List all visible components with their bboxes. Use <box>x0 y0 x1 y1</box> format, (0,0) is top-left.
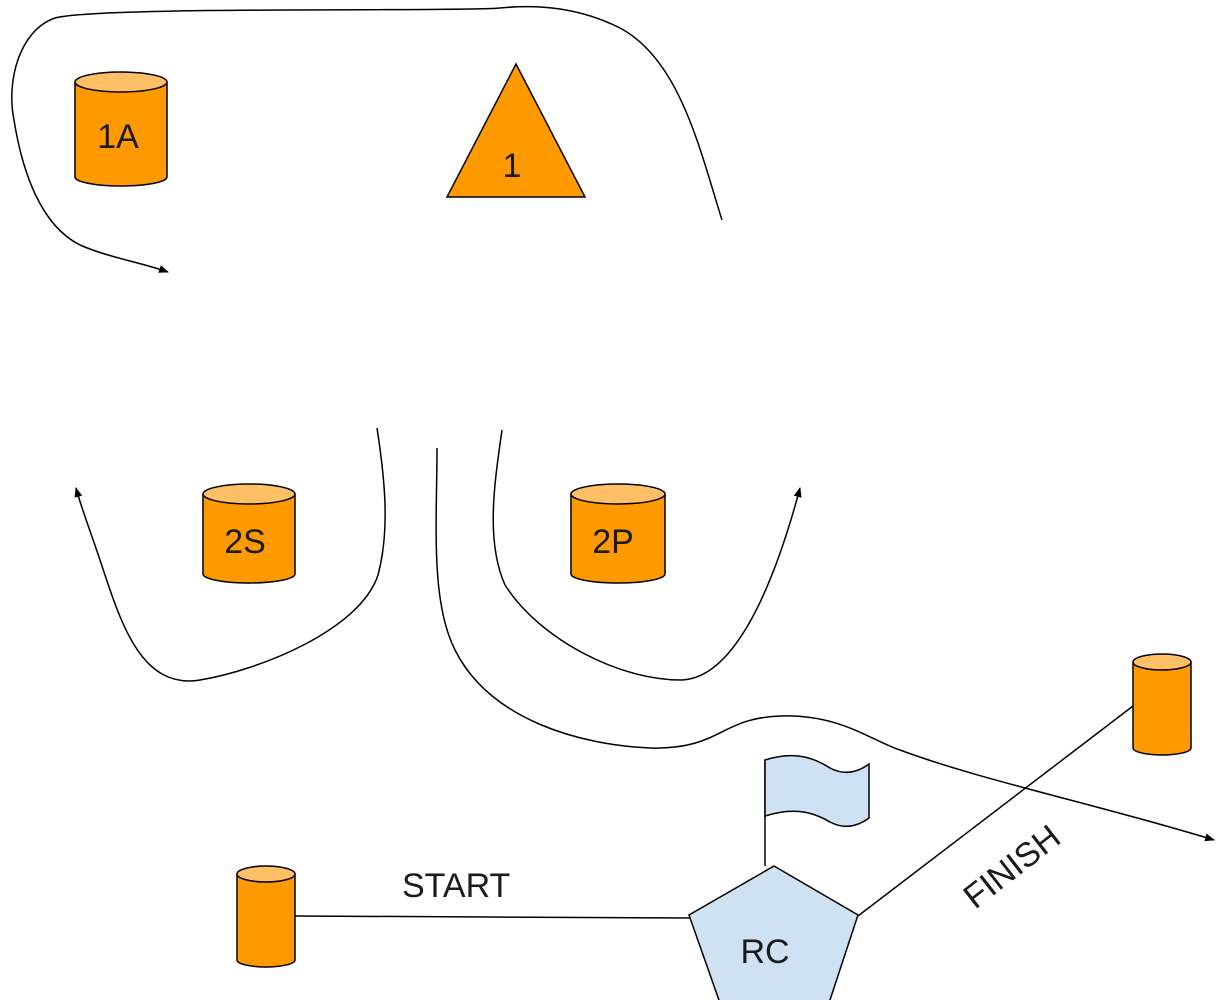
path-2p-rounding <box>492 429 802 681</box>
mark-1a-label: 1A <box>97 118 139 156</box>
mark-1a: 1A <box>74 71 168 187</box>
pin-end <box>236 865 296 968</box>
start-line <box>293 915 693 919</box>
finish-line <box>857 705 1134 917</box>
start-label: START <box>402 867 510 905</box>
flag-icon <box>764 754 870 828</box>
committee-boat: RC <box>688 754 870 1000</box>
course-paths <box>11 5 1215 842</box>
mark-2s: 2S <box>202 483 296 584</box>
mark-2s-label: 2S <box>224 523 266 561</box>
rc-pentagon <box>688 865 859 1000</box>
mark-2p: 2P <box>570 483 666 584</box>
path-2s-rounding <box>74 427 386 682</box>
mark-1: 1 <box>445 62 587 198</box>
finish-pin <box>1132 653 1192 756</box>
finish-label: FINISH <box>957 818 1068 917</box>
lines <box>293 705 1134 919</box>
mark-1-label: 1 <box>503 147 522 185</box>
path-to-finish <box>435 447 1215 842</box>
rc-label: RC <box>740 933 789 971</box>
path-top-loop <box>11 5 723 273</box>
mark-2p-label: 2P <box>592 523 634 561</box>
